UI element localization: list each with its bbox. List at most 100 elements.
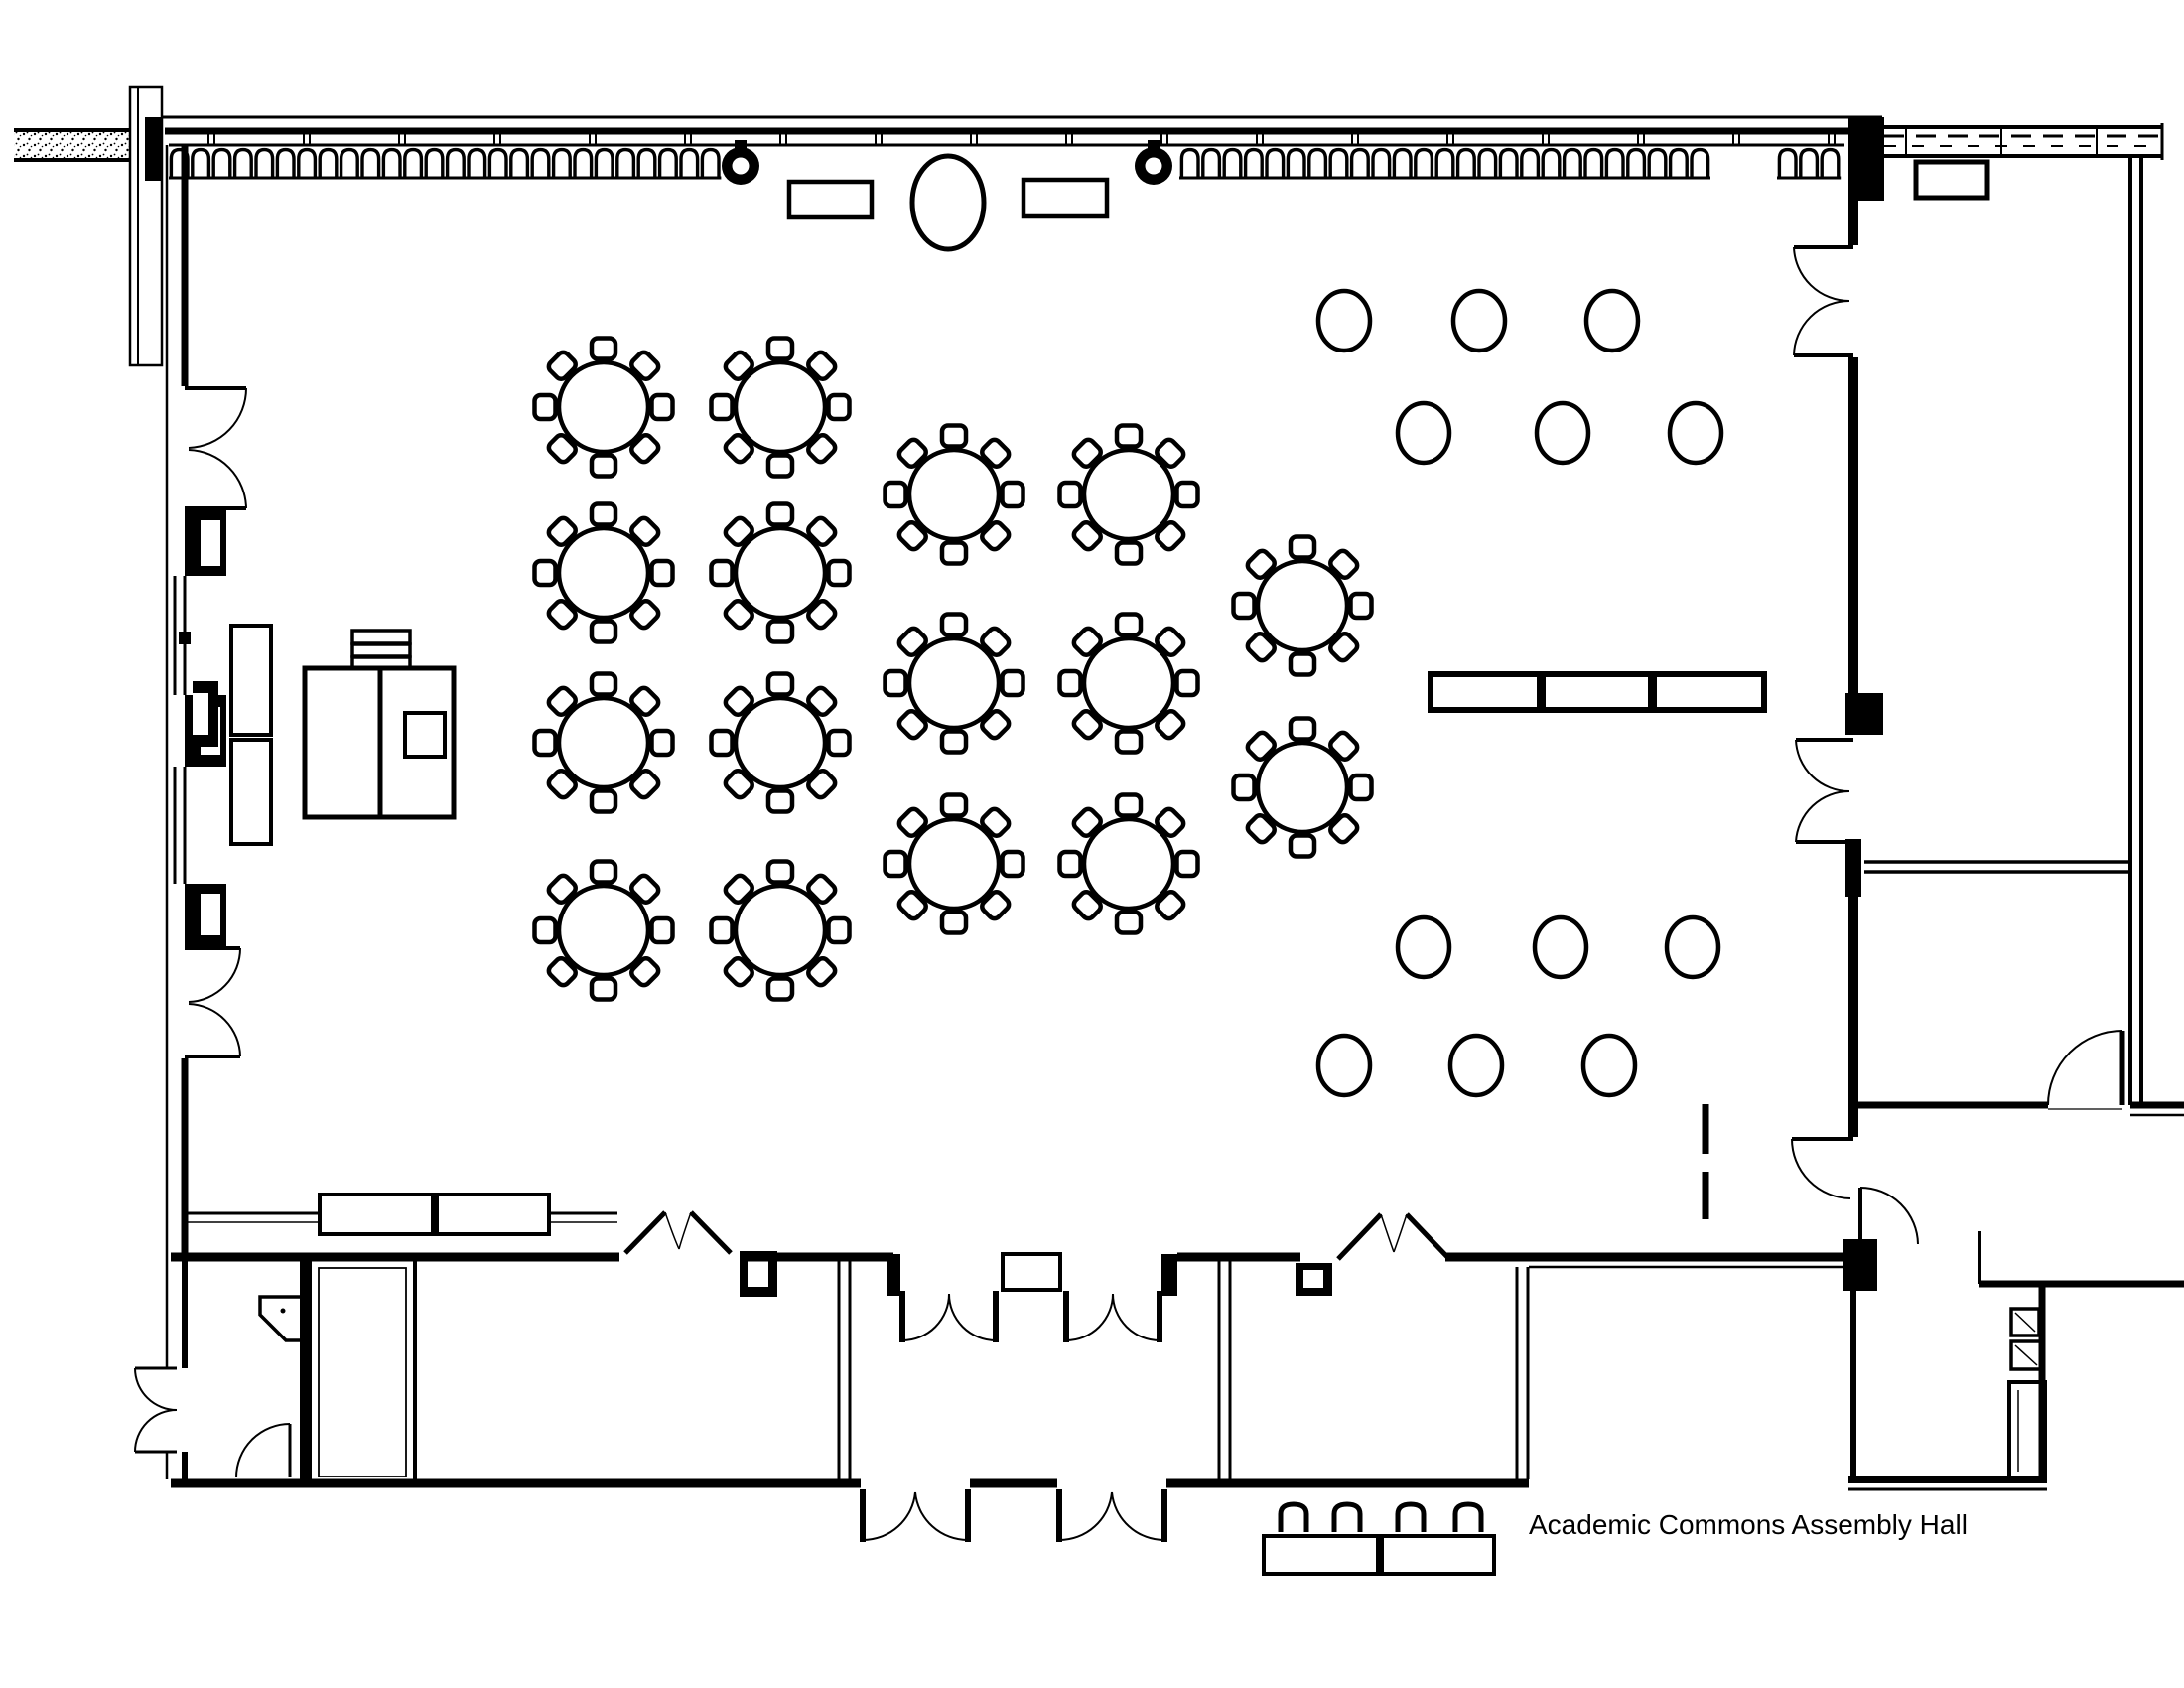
stacked-chairs-row <box>1777 147 1842 180</box>
chair <box>1000 480 1025 509</box>
chair <box>939 910 969 935</box>
chair <box>1071 520 1103 552</box>
round-table <box>556 883 651 978</box>
door-swing <box>188 947 241 1057</box>
fixture <box>2009 1339 2043 1371</box>
chair <box>765 453 795 479</box>
chair <box>532 915 558 945</box>
chair <box>765 619 795 644</box>
stacked-chair <box>1799 147 1820 178</box>
round-table-group <box>1057 792 1200 935</box>
chair <box>806 685 838 717</box>
round-table-group <box>883 612 1025 755</box>
chair <box>1057 480 1083 509</box>
chair <box>1155 890 1186 921</box>
chair <box>1231 591 1257 621</box>
loose-chair <box>1580 1033 1638 1098</box>
chair <box>546 769 578 800</box>
round-table <box>733 883 828 978</box>
chair <box>896 806 928 838</box>
stacked-chair <box>169 147 190 178</box>
exterior-wall-stipple <box>14 132 131 158</box>
chair <box>1114 612 1144 637</box>
chair <box>532 728 558 758</box>
stacked-chair <box>1520 147 1541 178</box>
stacked-chair <box>1498 147 1519 178</box>
door-swing <box>1859 1187 1919 1245</box>
chair <box>1155 437 1186 469</box>
door-swing <box>901 1293 997 1341</box>
walls-layer <box>14 85 2184 1542</box>
stacked-chair <box>1820 147 1841 178</box>
chair <box>1328 813 1360 845</box>
stacked-chair <box>530 147 551 178</box>
chair <box>546 599 578 631</box>
registration-chair <box>1278 1501 1309 1532</box>
chair <box>1288 833 1317 859</box>
chair <box>589 501 618 527</box>
round-table-group <box>532 859 675 1002</box>
chair <box>1114 729 1144 755</box>
chair <box>1174 480 1200 509</box>
stacked-chair <box>1626 147 1647 178</box>
stacked-chair <box>1477 147 1498 178</box>
chair <box>709 392 735 422</box>
stacked-chair <box>1562 147 1582 178</box>
chair <box>980 709 1012 741</box>
chair <box>532 558 558 588</box>
door-swing <box>1058 1491 1165 1542</box>
chair <box>939 729 969 755</box>
stacked-chair <box>615 147 636 178</box>
stacked-chair <box>1328 147 1349 178</box>
round-table <box>1081 816 1176 912</box>
chair <box>883 849 908 879</box>
loose-chair <box>1395 914 1452 980</box>
round-table-group <box>532 336 675 479</box>
chair <box>896 890 928 921</box>
round-table <box>906 635 1002 731</box>
stacked-chair <box>679 147 700 178</box>
chair <box>806 769 838 800</box>
stacked-chair <box>445 147 466 178</box>
stacked-chair <box>1265 147 1286 178</box>
wall-column <box>1135 140 1172 185</box>
round-table <box>1255 740 1350 835</box>
av-cabinet-inset <box>403 711 447 759</box>
chair <box>1114 792 1144 818</box>
corridor-wall <box>1884 125 2162 158</box>
chair <box>980 520 1012 552</box>
av-monitor <box>229 624 273 737</box>
stacked-chair <box>573 147 594 178</box>
chair <box>806 350 838 381</box>
chair <box>1348 773 1374 802</box>
chair <box>649 392 675 422</box>
round-table <box>733 525 828 621</box>
chair <box>629 873 661 905</box>
stacked-chair <box>1690 147 1710 178</box>
chair <box>1114 910 1144 935</box>
chair <box>896 709 928 741</box>
wall-return-top-left <box>128 85 164 367</box>
chair <box>589 788 618 814</box>
stacked-chair <box>1349 147 1370 178</box>
round-table-group <box>883 792 1025 935</box>
chair <box>826 915 852 945</box>
chair <box>806 515 838 547</box>
chair <box>723 599 754 631</box>
stacked-chair <box>1455 147 1476 178</box>
buffet-table <box>1651 671 1767 713</box>
door-swing <box>1793 246 1850 356</box>
corridor-divider-wall <box>1864 860 2130 874</box>
stacked-chair <box>1434 147 1455 178</box>
chair <box>629 769 661 800</box>
stacked-chair <box>551 147 572 178</box>
chair <box>1071 890 1103 921</box>
chair <box>723 433 754 465</box>
chair <box>709 728 735 758</box>
buffet-table <box>1540 671 1654 713</box>
chair <box>1288 716 1317 742</box>
room-label: Academic Commons Assembly Hall <box>1529 1509 1968 1540</box>
chair <box>1057 849 1083 879</box>
chair <box>980 806 1012 838</box>
chair <box>896 520 928 552</box>
